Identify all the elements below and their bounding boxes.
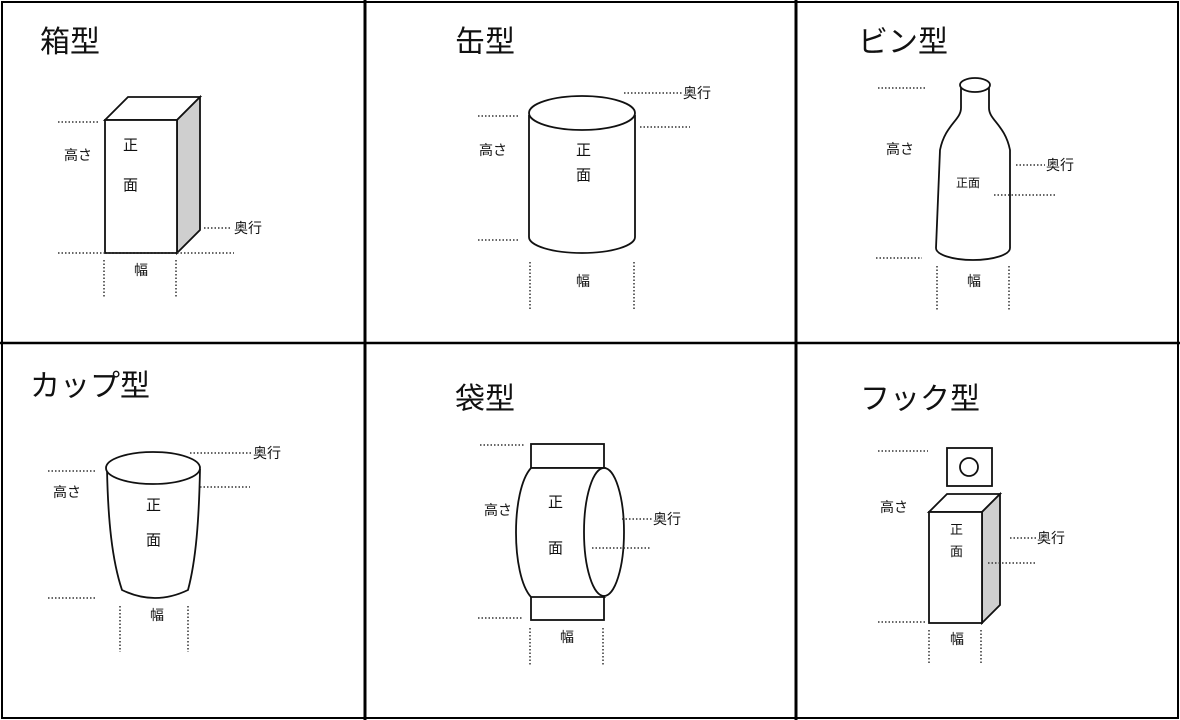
cup-diagram: 高さ 正 面 奥行 幅 (48, 445, 281, 652)
box-depth-label: 奥行 (234, 220, 262, 237)
hook-box-front (928, 511, 983, 624)
can-front-label-top: 正 (576, 141, 591, 159)
can-front-label-bottom: 面 (576, 166, 591, 184)
can-depth-label: 奥行 (683, 85, 711, 102)
can-width-label: 幅 (576, 274, 590, 290)
can-title: 缶型 (455, 25, 515, 60)
cup-title: カップ型 (30, 369, 150, 404)
bottle-front-label: 正面 (956, 176, 980, 190)
bag-depth-label: 奥行 (653, 511, 681, 528)
bottle-mouth (959, 77, 991, 93)
box-front-label-bottom: 面 (123, 176, 138, 194)
bag-front-label-bottom: 面 (548, 539, 563, 557)
can-top-ellipse (528, 95, 636, 131)
cup-depth-label: 奥行 (253, 445, 281, 462)
bottle-height-label: 高さ (886, 141, 914, 158)
can-diagram: 高さ 正 面 奥行 幅 (478, 85, 711, 310)
bag-bottom-seal (530, 595, 605, 621)
hook-front-label-top: 正 (950, 523, 963, 538)
hook-diagram: 高さ 正 面 奥行 幅 (878, 447, 1065, 665)
box-front-face (104, 119, 178, 254)
cup-body (106, 468, 201, 599)
box-side-face (176, 94, 201, 256)
hook-width-label: 幅 (950, 632, 964, 648)
bag-diagram: 高さ 正 面 奥行 幅 (478, 443, 681, 665)
cup-front-label-bottom: 面 (146, 531, 161, 549)
can-body (528, 115, 636, 254)
cup-width-label: 幅 (150, 608, 164, 624)
box-diagram: 高さ 正 面 奥行 幅 (58, 94, 262, 298)
cup-height-label: 高さ (53, 484, 81, 501)
hook-box-side (981, 491, 1001, 626)
box-front-label-top: 正 (123, 136, 138, 154)
box-height-label: 高さ (64, 147, 92, 164)
hook-hole (959, 457, 979, 477)
bag-height-label: 高さ (484, 502, 512, 519)
hook-title: フック型 (860, 382, 980, 417)
box-width-label: 幅 (134, 263, 148, 279)
hook-height-label: 高さ (880, 499, 908, 516)
bottle-diagram: 高さ 正面 奥行 幅 (876, 77, 1074, 310)
hook-front-label-bottom: 面 (950, 545, 963, 560)
box-title: 箱型 (40, 25, 100, 60)
bag-side-ellipse (583, 467, 625, 597)
hook-tab (946, 447, 993, 487)
cup-front-label-top: 正 (146, 496, 161, 514)
bottle-body (935, 87, 1011, 261)
bag-width-label: 幅 (560, 630, 574, 646)
bottle-width-label: 幅 (967, 274, 981, 290)
bag-top-seal (530, 443, 605, 469)
can-height-label: 高さ (479, 142, 507, 159)
bottle-depth-label: 奥行 (1046, 157, 1074, 174)
hook-depth-label: 奥行 (1037, 530, 1065, 547)
bag-title: 袋型 (455, 382, 515, 417)
bottle-title: ビン型 (858, 25, 948, 60)
bag-front-label-top: 正 (548, 493, 563, 511)
cup-rim (105, 451, 201, 485)
